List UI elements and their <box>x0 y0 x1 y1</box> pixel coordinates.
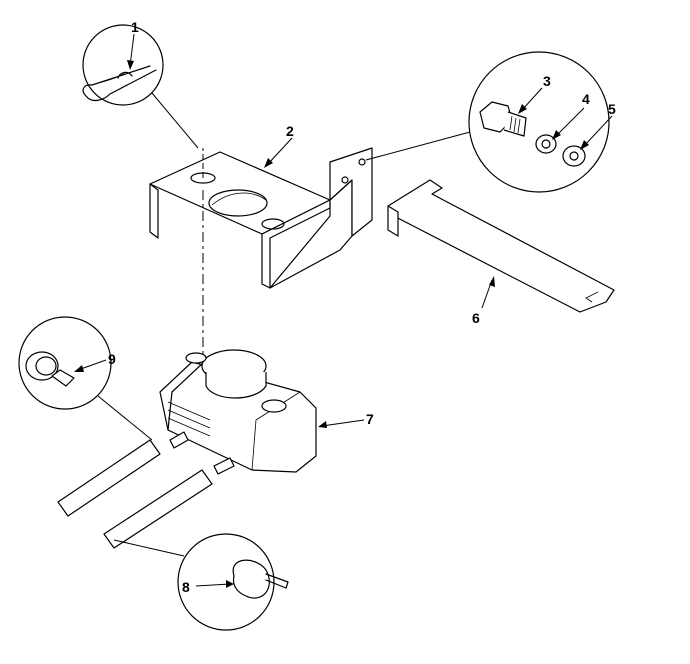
callout-8: 8 <box>182 579 190 595</box>
callout-2: 2 <box>286 123 294 139</box>
callout-6: 6 <box>472 310 480 326</box>
support-strap-part: 6 <box>387 179 615 326</box>
callout-9: 9 <box>108 351 116 367</box>
brake-hose-lower <box>103 469 213 549</box>
mounting-bracket-part: 2 <box>149 123 373 355</box>
callout-3: 3 <box>543 73 551 89</box>
callout-7: 7 <box>366 411 374 427</box>
brake-hose-upper <box>57 439 161 517</box>
brake-line-fitting-lower <box>213 457 235 475</box>
cotter-pin-part <box>82 65 157 102</box>
lockwasher-part <box>535 134 557 154</box>
callout-4: 4 <box>582 91 590 107</box>
callout-1: 1 <box>131 19 139 35</box>
master-cylinder-part: 7 <box>159 349 374 475</box>
callout-5: 5 <box>608 101 616 117</box>
brake-line-fitting-upper <box>169 431 189 449</box>
detail-circle-hose-clamp-9: 9 <box>18 316 153 441</box>
bolt-part <box>479 101 527 137</box>
detail-circle-hose-clamp-8: 8 <box>113 533 289 631</box>
hose-clamp-part <box>25 351 75 387</box>
flat-washer-part <box>562 145 586 167</box>
detail-circle-hardware: 3 4 5 <box>365 51 616 193</box>
hose-clamp-part <box>232 559 289 599</box>
detail-circle-cotter-pin: 1 <box>82 19 199 149</box>
